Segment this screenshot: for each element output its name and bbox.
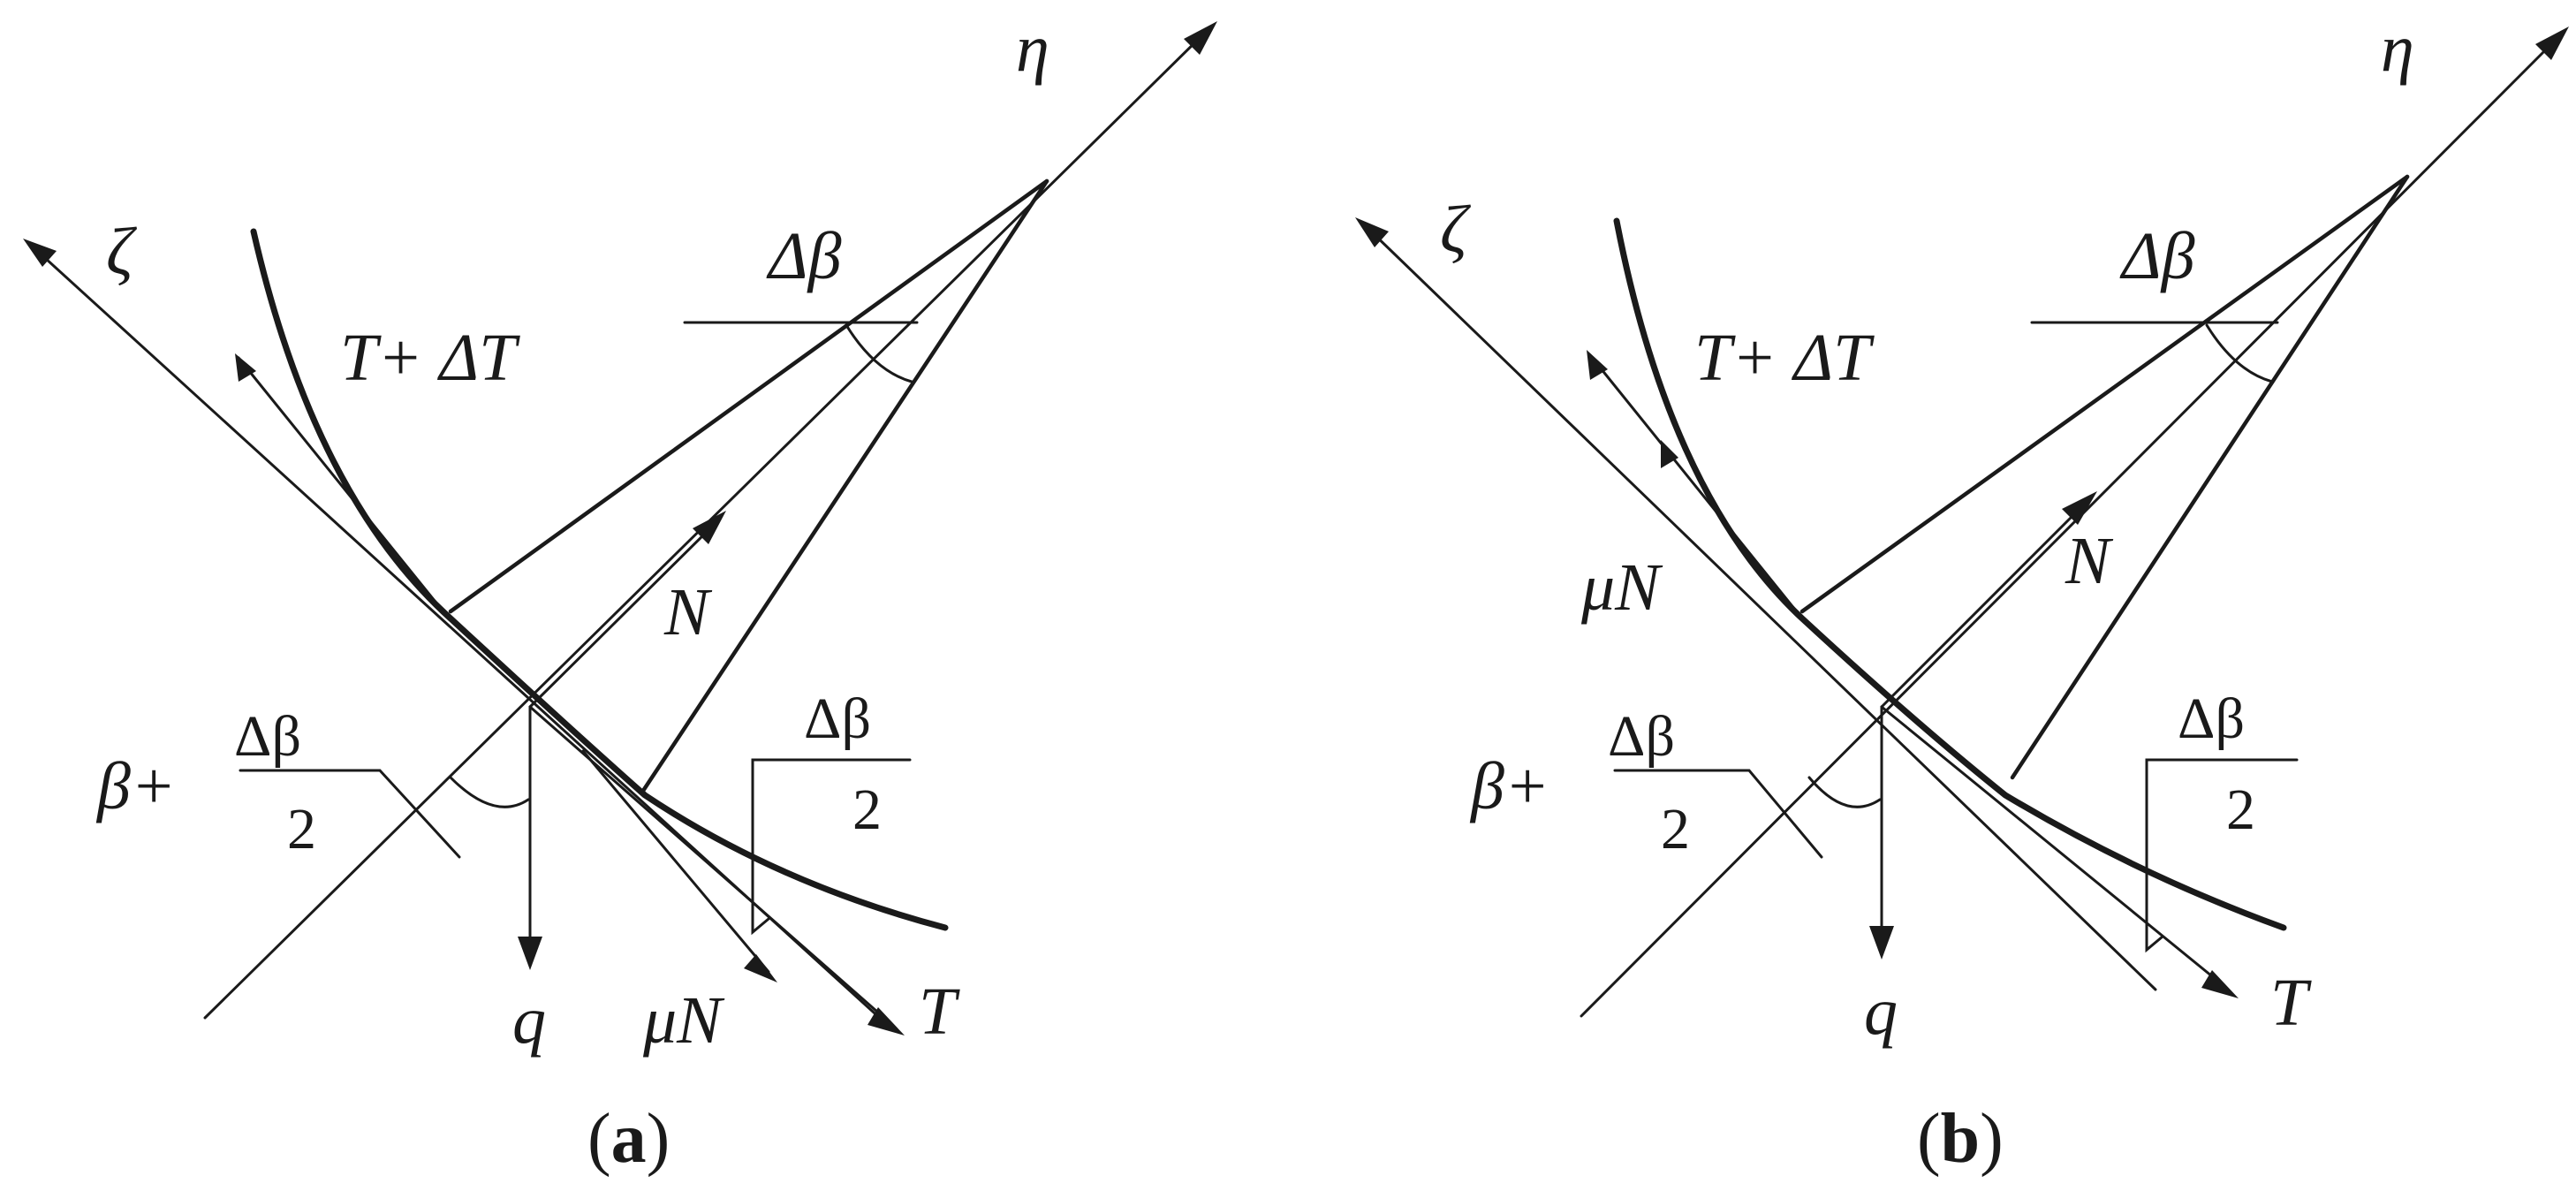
delta-beta-label-a: Δβ — [766, 219, 842, 293]
weight-arrowhead-a — [518, 937, 542, 970]
tangent-upper-arrowhead-b — [1587, 350, 1608, 380]
beta-arc-a — [449, 776, 530, 808]
half-num-right-b: Δβ — [2178, 687, 2245, 751]
rope-curve-b — [1613, 217, 2287, 931]
eta-label-a: η — [1016, 11, 1049, 86]
force-upper-a — [448, 178, 1049, 614]
friction-arrowhead-b — [1661, 440, 1678, 468]
half-num-left-b: Δβ — [1608, 704, 1675, 769]
force-lower-b — [2010, 174, 2410, 780]
normal-force-line-b — [1880, 500, 2088, 709]
tension-label-b: T — [2270, 966, 2312, 1040]
half-delta-bracket-a — [751, 758, 912, 936]
panel-b: η ζ T+ ΔT Δβ N μN β+ Δβ 2 Δβ 2 q T (b) — [1355, 11, 2569, 1178]
delta-beta-arc-b — [2205, 323, 2274, 383]
half-den-right-b: 2 — [2226, 778, 2255, 842]
normal-force-label-a: N — [663, 575, 713, 649]
caption-b: (b) — [1917, 1100, 2004, 1178]
normal-force-arrowhead-a — [693, 511, 726, 544]
zeta-axis-b — [1366, 226, 2157, 991]
force-lower-a — [640, 178, 1049, 793]
half-num-right-a: Δβ — [804, 687, 871, 751]
friction-label-a: μN — [642, 983, 725, 1058]
eta-axis-b — [1580, 35, 2560, 1018]
friction-label-b: μN — [1580, 550, 1663, 625]
delta-beta-label-b: Δβ — [2119, 219, 2195, 293]
zeta-label-a: ζ — [106, 215, 138, 289]
weight-label-a: q — [512, 983, 546, 1058]
half-den-left-b: 2 — [1661, 797, 1690, 861]
zeta-arrowhead-b — [1355, 217, 1389, 247]
t-plus-dt-label-a: T+ ΔT — [340, 321, 520, 395]
eta-label-b: η — [2381, 11, 2414, 86]
half-den-left-a: 2 — [287, 797, 316, 861]
eta-arrowhead-b — [2535, 27, 2569, 60]
weight-arrowhead-b — [1869, 926, 1894, 960]
delta-beta-arc-a — [845, 323, 913, 383]
panel-a: η ζ T+ ΔT Δβ N β+ Δβ 2 Δβ 2 q μN T (a) — [23, 11, 1217, 1178]
friction-line-a — [581, 749, 770, 974]
tension-label-a: T — [919, 975, 960, 1049]
normal-force-arrowhead-b — [2062, 491, 2097, 525]
beta-arc-b — [1807, 776, 1882, 808]
tension-arrowhead-a — [868, 1007, 905, 1035]
tangent-upper-b — [1588, 353, 1804, 620]
half-delta-bracket-b — [2145, 758, 2299, 953]
beta-plus-label-a: β+ — [95, 749, 176, 823]
beta-leader-a — [239, 769, 461, 859]
normal-force-label-b: N — [2065, 524, 2114, 598]
tangent-upper-arrowhead-a — [235, 353, 256, 382]
friction-arrowhead-a — [744, 954, 777, 982]
tangent-upper-a — [237, 356, 443, 611]
beta-leader-b — [1613, 769, 1823, 859]
normal-force-line-a — [528, 520, 719, 709]
t-plus-dt-label-b: T+ ΔT — [1694, 321, 1875, 395]
force-upper-b — [1799, 174, 2410, 614]
half-den-right-a: 2 — [852, 778, 882, 842]
zeta-arrowhead-a — [23, 239, 57, 267]
tension-line-b — [1880, 705, 2228, 990]
eta-arrowhead-a — [1184, 21, 1217, 55]
zeta-label-b: ζ — [1440, 193, 1472, 267]
weight-label-b: q — [1864, 975, 1898, 1049]
rope-curve-a — [250, 228, 949, 931]
caption-a: (a) — [587, 1100, 670, 1178]
half-num-left-a: Δβ — [234, 704, 301, 769]
tension-arrowhead-b — [2201, 970, 2239, 998]
beta-plus-label-b: β+ — [1469, 749, 1549, 823]
